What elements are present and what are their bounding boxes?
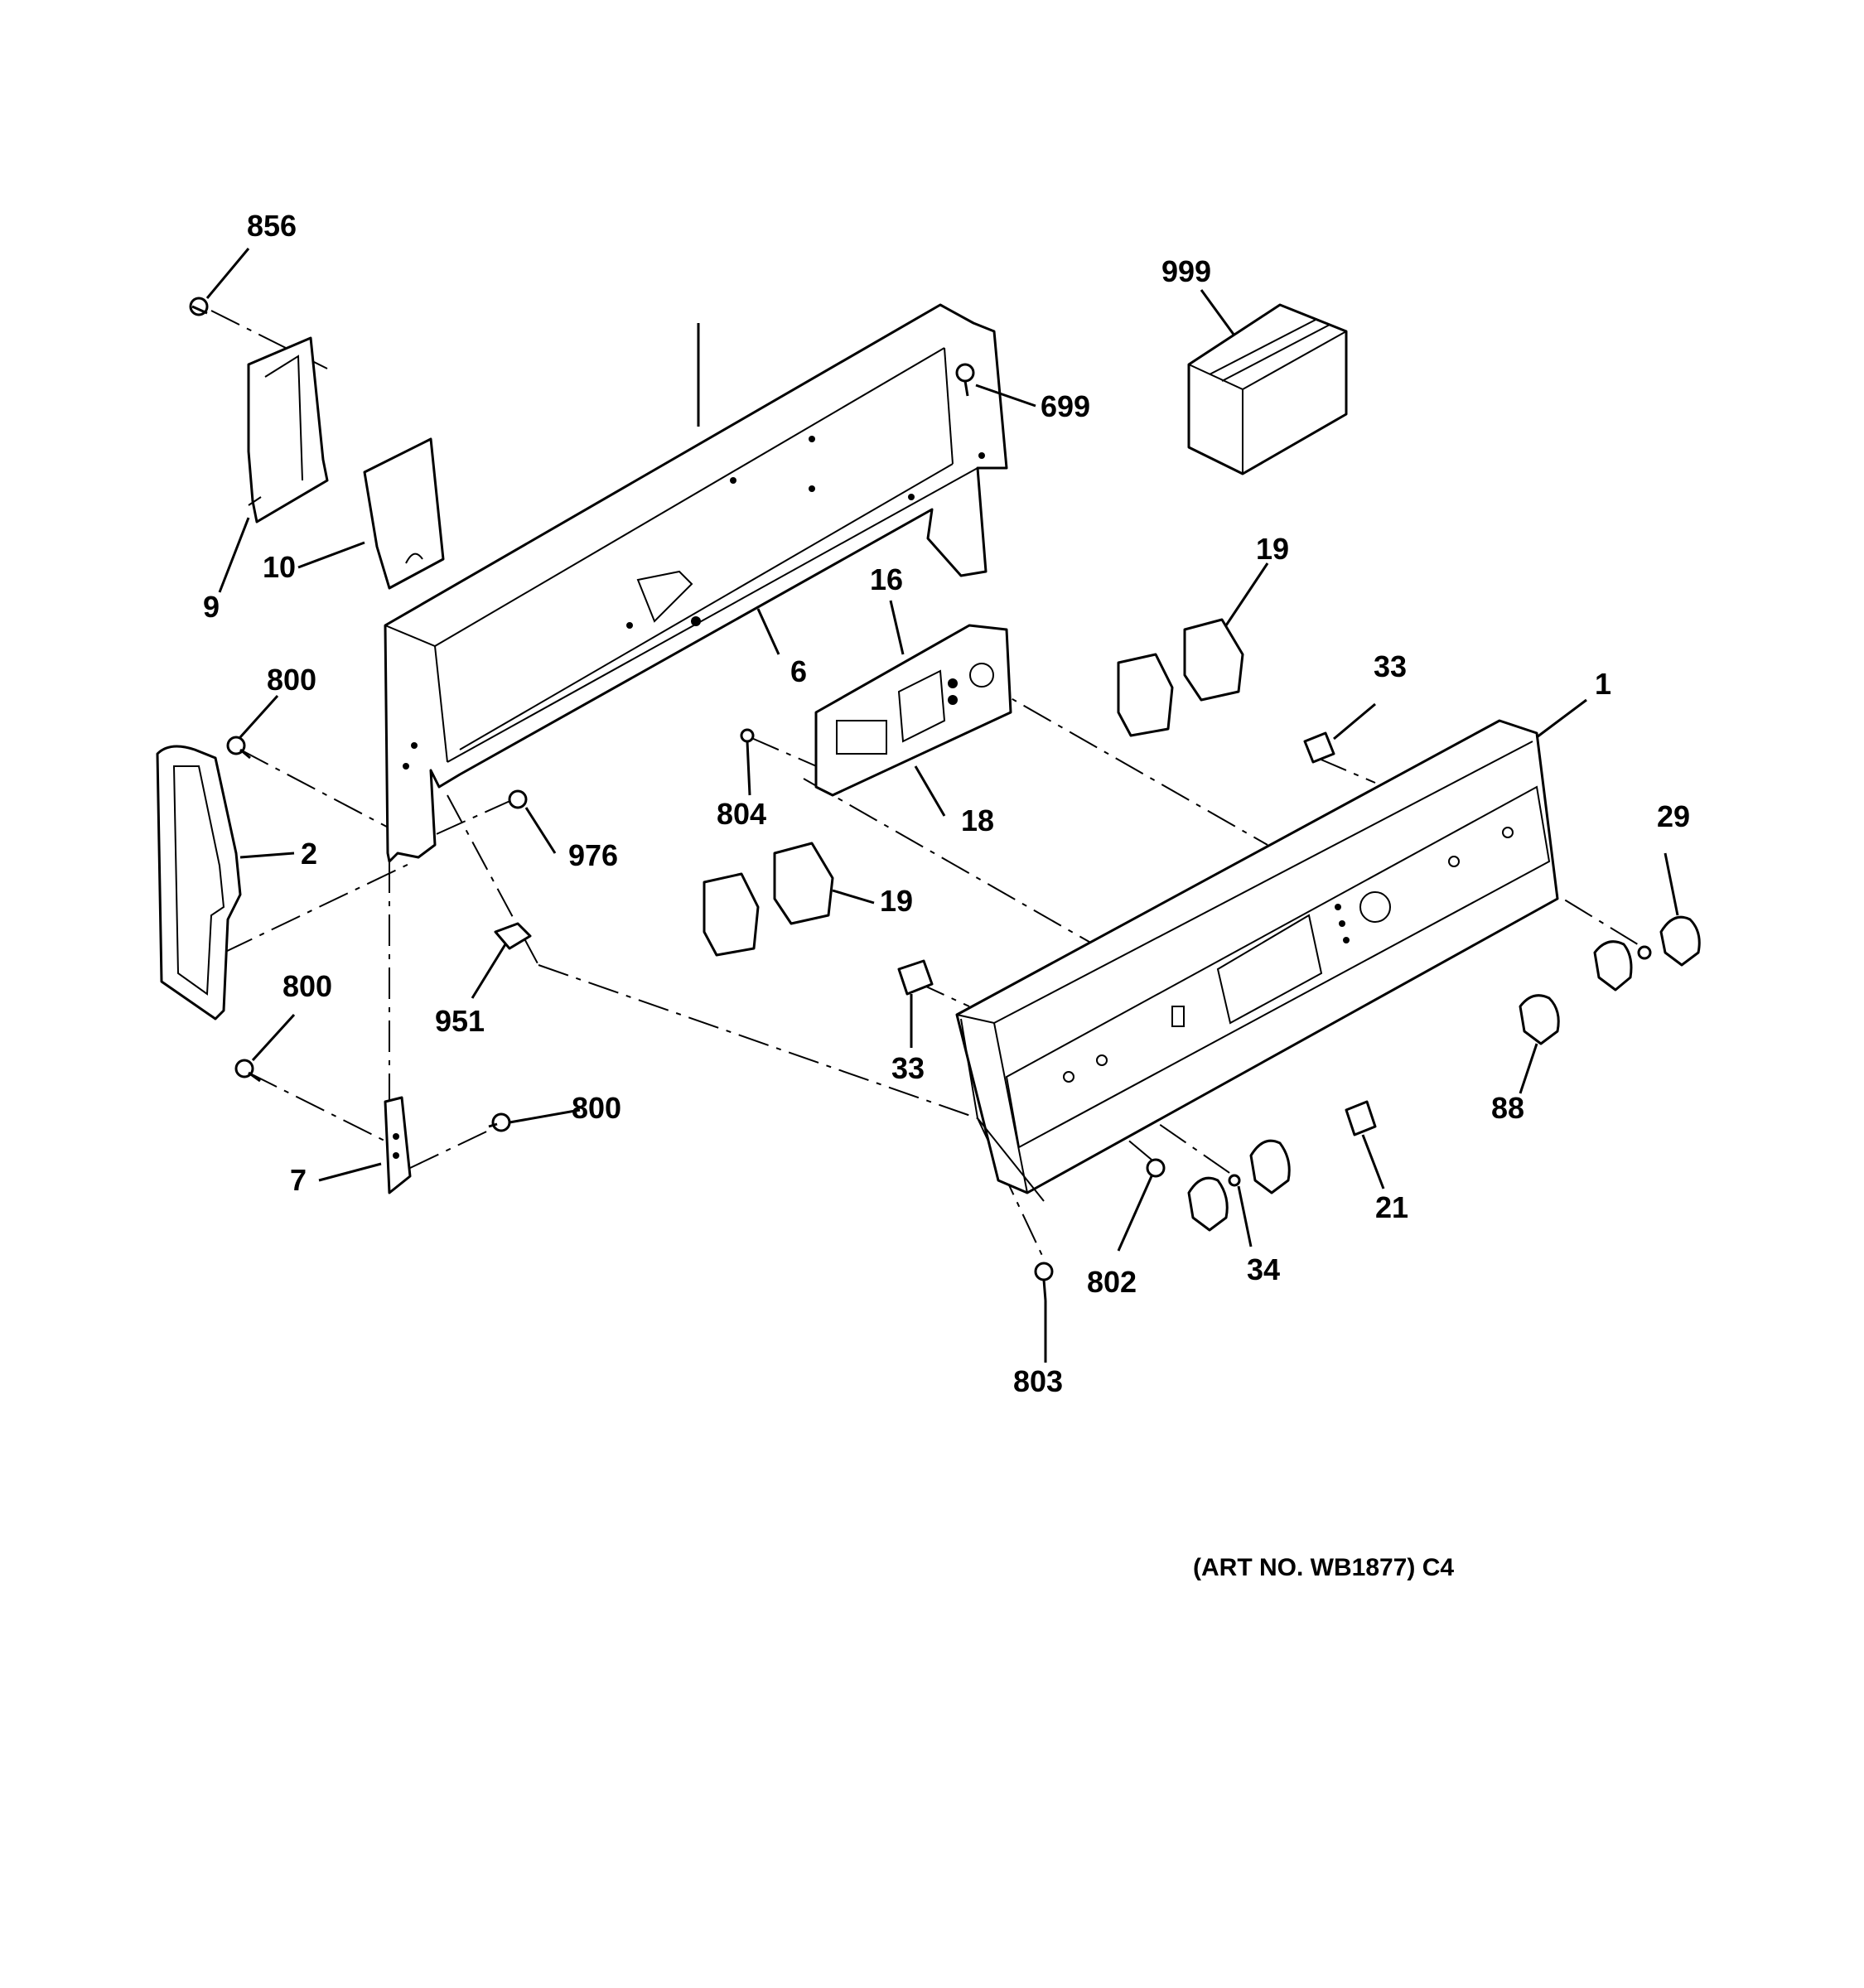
nut-976-part bbox=[508, 789, 528, 809]
part-labels: 856 999 699 9 10 19 16 33 6 1 800 804 18… bbox=[203, 209, 1690, 1398]
bracket-7-part bbox=[384, 1096, 412, 1194]
label-800-upper: 800 bbox=[267, 663, 316, 697]
label-803: 803 bbox=[1013, 1364, 1063, 1398]
screw-800-upper-icon bbox=[226, 736, 251, 760]
knob-88-icon bbox=[1519, 994, 1560, 1045]
bracket-10-part bbox=[363, 437, 445, 590]
connector-21 bbox=[1345, 1100, 1377, 1136]
knob-29-icon bbox=[1659, 915, 1701, 967]
knob-34b-icon bbox=[1249, 1139, 1291, 1194]
knob-29b-icon bbox=[1593, 940, 1633, 992]
label-804: 804 bbox=[717, 797, 766, 831]
screw-804-icon bbox=[740, 728, 755, 743]
label-800-lower: 800 bbox=[572, 1091, 621, 1125]
label-800-mid: 800 bbox=[282, 969, 332, 1003]
label-33-lower: 33 bbox=[891, 1051, 925, 1085]
knobs bbox=[1187, 915, 1701, 1232]
backguard-panel-part bbox=[384, 303, 1008, 863]
label-88: 88 bbox=[1491, 1091, 1524, 1125]
connector-33-lower bbox=[897, 959, 934, 996]
label-699: 699 bbox=[1041, 389, 1090, 423]
connector-33-upper bbox=[1303, 731, 1335, 764]
clip-951-part bbox=[494, 922, 532, 950]
switches-19-lower bbox=[703, 842, 834, 957]
art-number: (ART NO. WB1877) C4 bbox=[1193, 1554, 1454, 1581]
screws bbox=[189, 297, 1166, 1301]
label-2: 2 bbox=[301, 837, 317, 871]
label-18: 18 bbox=[961, 803, 994, 837]
label-21: 21 bbox=[1375, 1190, 1408, 1224]
end-cap-2-part bbox=[156, 745, 242, 1021]
screw-803-icon bbox=[1034, 1262, 1054, 1301]
label-16: 16 bbox=[870, 562, 903, 596]
assembly-lines bbox=[210, 310, 1645, 1260]
label-802: 802 bbox=[1087, 1265, 1137, 1299]
label-19-lower: 19 bbox=[880, 884, 913, 918]
label-34: 34 bbox=[1247, 1252, 1280, 1286]
screw-802-icon bbox=[1146, 1158, 1166, 1178]
control-panel-1-part bbox=[955, 719, 1559, 1202]
control-board-part bbox=[814, 624, 1012, 797]
label-19-upper: 19 bbox=[1256, 532, 1289, 566]
screw-800-lower-icon bbox=[488, 1112, 511, 1132]
label-9: 9 bbox=[203, 590, 220, 624]
label-7: 7 bbox=[290, 1163, 307, 1197]
label-6: 6 bbox=[790, 654, 807, 688]
switches-19-upper bbox=[1117, 618, 1244, 737]
label-1: 1 bbox=[1595, 667, 1611, 701]
leader-lines bbox=[205, 248, 1679, 1363]
label-29: 29 bbox=[1657, 799, 1690, 833]
label-33-upper: 33 bbox=[1374, 649, 1407, 683]
label-10: 10 bbox=[263, 550, 296, 584]
label-999: 999 bbox=[1161, 254, 1211, 288]
screw-800-mid-icon bbox=[234, 1059, 261, 1083]
screw-856-icon bbox=[189, 297, 209, 316]
label-976: 976 bbox=[568, 838, 618, 872]
label-951: 951 bbox=[435, 1004, 485, 1038]
label-856: 856 bbox=[247, 209, 297, 243]
bracket-9-part bbox=[247, 336, 329, 524]
box-999-part bbox=[1187, 303, 1348, 475]
screw-699-icon bbox=[955, 363, 975, 397]
knob-34a-icon bbox=[1187, 1176, 1229, 1232]
